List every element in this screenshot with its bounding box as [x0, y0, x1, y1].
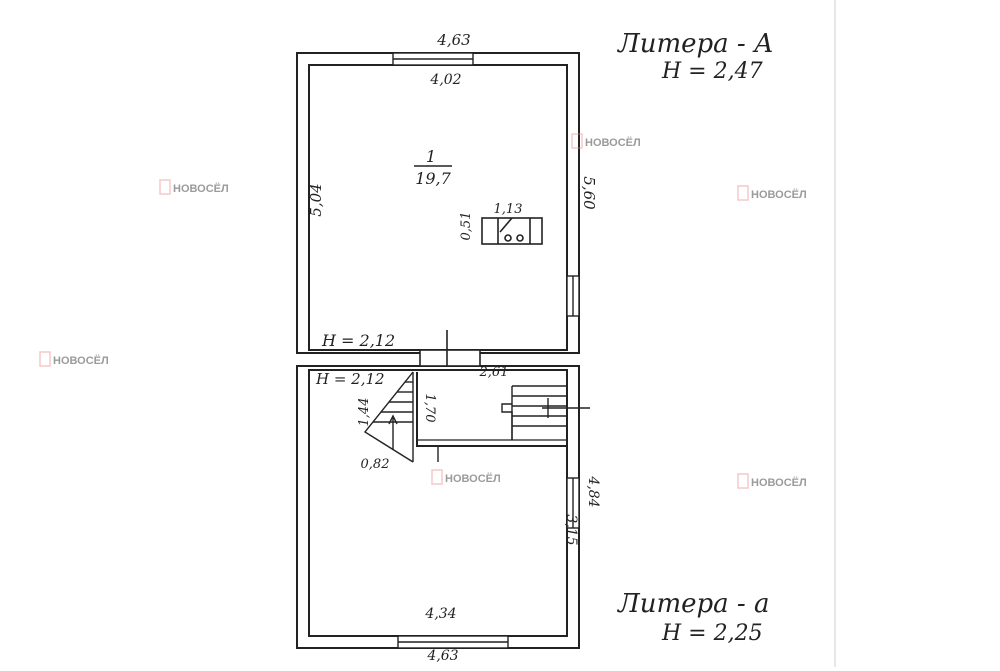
stove-burner-1 [504, 234, 512, 242]
watermark-brand: НОВОСЁЛ [751, 188, 807, 201]
lower-inner-wall [308, 369, 568, 637]
watermark-logo: НОВОСЁЛ [39, 351, 109, 367]
watermark-logo: НОВОСЁЛ [737, 473, 807, 489]
corridor-wall [416, 372, 567, 447]
corridor-partition [416, 372, 567, 447]
watermarks: НОВОСЁЛ НОВОСЁЛ НОВОСЁЛ НОВОСЁЛ НОВОСЁЛ … [39, 133, 807, 489]
watermark-house-icon [39, 351, 51, 367]
watermark-logo: НОВОСЁЛ [737, 185, 807, 201]
right-stair-outline [501, 403, 513, 440]
dim-stair-w: 0,82 [361, 457, 390, 472]
left-stair-arrowhead [388, 414, 398, 425]
stove-burner-2 [516, 234, 524, 242]
dim-stair-h: 1,44 [357, 398, 372, 427]
dim-top-inner: 4,02 [429, 72, 461, 88]
watermark-brand: НОВОСЁЛ [751, 476, 807, 489]
dim-corridor-h: 1,70 [422, 394, 437, 423]
watermark-house-icon [737, 185, 749, 201]
stove-depth: 0,51 [459, 212, 474, 241]
labels: 4,63 4,02 1 19,7 5,04 5,60 1,13 0,51 H =… [307, 29, 774, 664]
watermark-brand: НОВОСЁЛ [445, 472, 501, 485]
right-stair [501, 385, 590, 440]
watermark-logo: НОВОСЁЛ [431, 469, 501, 485]
stove-body [481, 217, 543, 245]
door-gap [419, 349, 481, 367]
litera-main-height: H = 2,47 [661, 59, 763, 84]
dim-right-lower-outer: 4,84 [585, 475, 601, 507]
dim-right-upper: 5,60 [580, 176, 598, 210]
upper-room-height: H = 2,12 [321, 331, 395, 350]
dim-left-upper: 5,04 [307, 183, 325, 216]
litera-annex-height: H = 2,25 [661, 621, 763, 646]
watermark-logo: НОВОСЁЛ [571, 133, 641, 149]
watermark-logo: НОВОСЁЛ [159, 179, 229, 195]
stove-width: 1,13 [494, 202, 523, 217]
dim-top-outer: 4,63 [436, 31, 470, 49]
left-stair [363, 371, 414, 463]
stove [481, 217, 543, 245]
room-number: 1 [426, 147, 436, 166]
upper-inner-wall [308, 64, 568, 351]
watermark-house-icon [431, 469, 443, 485]
windows [392, 52, 580, 649]
dim-bottom-inner: 4,34 [424, 606, 456, 622]
lower-room-height: H = 2,12 [315, 370, 385, 388]
dim-corridor: 2,61 [479, 365, 509, 380]
watermark-brand: НОВОСЁЛ [173, 182, 229, 195]
watermark-house-icon [737, 473, 749, 489]
room-area: 19,7 [415, 169, 451, 188]
watermark-brand: НОВОСЁЛ [585, 136, 641, 149]
watermark-house-icon [159, 179, 171, 195]
dim-right-lower-inner: 3,15 [563, 514, 579, 545]
watermark-brand: НОВОСЁЛ [53, 354, 109, 367]
litera-annex-title: Литера - а [616, 589, 769, 619]
dim-bottom-outer: 4,63 [426, 648, 458, 664]
watermark-house-icon [571, 133, 583, 149]
stove-mark [499, 217, 513, 233]
upper-outer-wall [296, 52, 580, 354]
door-opening [419, 330, 481, 367]
litera-main-title: Литера - А [616, 29, 774, 59]
